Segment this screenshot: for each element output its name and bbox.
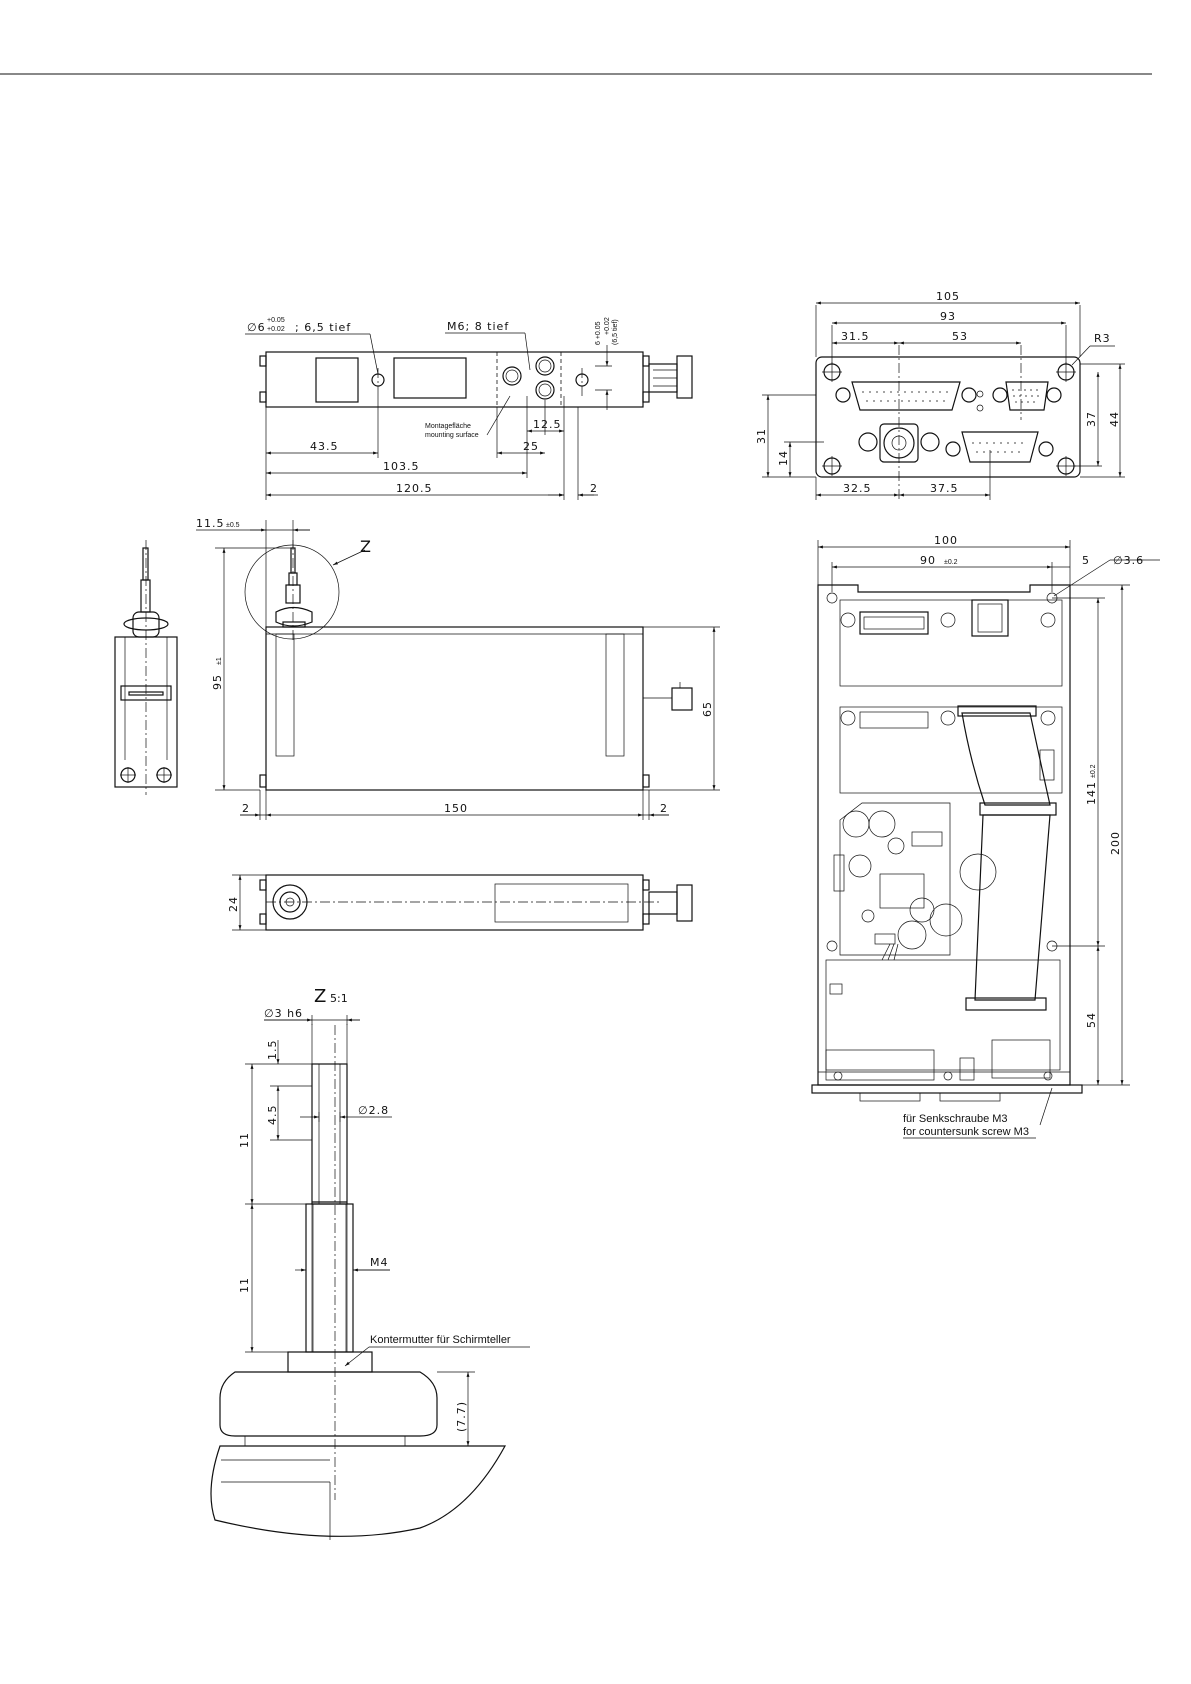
dim-11-5-tol: ±0.5: [226, 522, 240, 529]
dim-2-top: 2: [590, 482, 598, 495]
dim-43-5: 43.5: [310, 440, 339, 453]
screw-note-de: für Senkschraube M3: [903, 1113, 1008, 1125]
side-view: [114, 520, 720, 820]
radius-r3: R3: [1094, 332, 1111, 345]
dim-31-5: 31.5: [841, 330, 870, 343]
dim-141: 141: [1085, 781, 1098, 805]
shaft-diameter: ∅3 h6: [264, 1007, 303, 1020]
mounting-surface-en: mounting surface: [425, 432, 479, 439]
dim-200: 200: [1109, 831, 1122, 855]
thread-m4: M4: [370, 1256, 389, 1269]
dim-2-left: 2: [242, 802, 250, 815]
dim-54: 54: [1085, 1012, 1098, 1028]
bore-tol-lower: +0.02: [267, 326, 285, 333]
dim-37-5: 37.5: [930, 482, 959, 495]
dim-1-5: 1.5: [266, 1040, 279, 1061]
dim-12-5: 12.5: [533, 418, 562, 431]
thread-label: M6; 8 tief: [447, 320, 509, 333]
dim-95-tol: ±1: [216, 657, 223, 665]
detail-z-mark: Z: [360, 537, 371, 556]
detail-title-z: Z: [314, 986, 326, 1007]
detail-scale: 5:1: [330, 992, 348, 1005]
dim-90: 90: [920, 554, 936, 567]
dim-11-lower: 11: [238, 1277, 251, 1293]
dim-103-5: 103.5: [383, 460, 420, 473]
dim-105: 105: [936, 290, 960, 303]
locknut-note: Kontermutter für Schirmteller: [370, 1334, 511, 1346]
dim-32-5: 32.5: [843, 482, 872, 495]
detail-z-view: [210, 1015, 530, 1540]
bottom-view: [232, 874, 693, 931]
top-view: [245, 332, 693, 500]
dim-24: 24: [227, 896, 240, 912]
dim-11-upper: 11: [238, 1132, 251, 1148]
dim-37: 37: [1085, 411, 1098, 427]
dim-5: 5: [1082, 554, 1090, 567]
dim-141-tol: ±0.2: [1090, 764, 1097, 778]
dim-90-tol: ±0.2: [944, 559, 958, 566]
bore-depth-label: ; 6,5 tief: [295, 321, 351, 334]
dim-7-7: (7.7): [455, 1401, 468, 1432]
front-panel-view: [762, 301, 1125, 500]
dim-93: 93: [940, 310, 956, 323]
dim-100: 100: [934, 534, 958, 547]
board-view: [811, 540, 1160, 1139]
dim-120-5: 120.5: [396, 482, 433, 495]
dim-14: 14: [777, 450, 790, 466]
dim-25: 25: [523, 440, 539, 453]
side-tol-lower: +0.02: [604, 317, 611, 335]
bore-tol-upper: +0.05: [267, 317, 285, 324]
hole-3-6: ∅3.6: [1113, 554, 1144, 567]
dim-2-right: 2: [660, 802, 668, 815]
dim-65: 65: [701, 701, 714, 717]
dim-95: 95: [211, 674, 224, 690]
side-depth-label: (6,5 tief): [612, 319, 619, 345]
screw-note-en: for countersunk screw M3: [903, 1126, 1029, 1138]
mounting-surface-de: Montagefläche: [425, 423, 471, 430]
dim-2-8: ∅2.8: [358, 1104, 389, 1117]
bore-main-label: ∅6: [247, 321, 266, 334]
side-tol-upper: 6 +0.05: [595, 321, 602, 345]
dim-4-5: 4.5: [266, 1105, 279, 1126]
dim-31: 31: [755, 428, 768, 444]
dim-150: 150: [444, 802, 468, 815]
dim-44: 44: [1108, 411, 1121, 427]
dim-53: 53: [952, 330, 968, 343]
dim-11-5: 11.5: [196, 517, 225, 530]
